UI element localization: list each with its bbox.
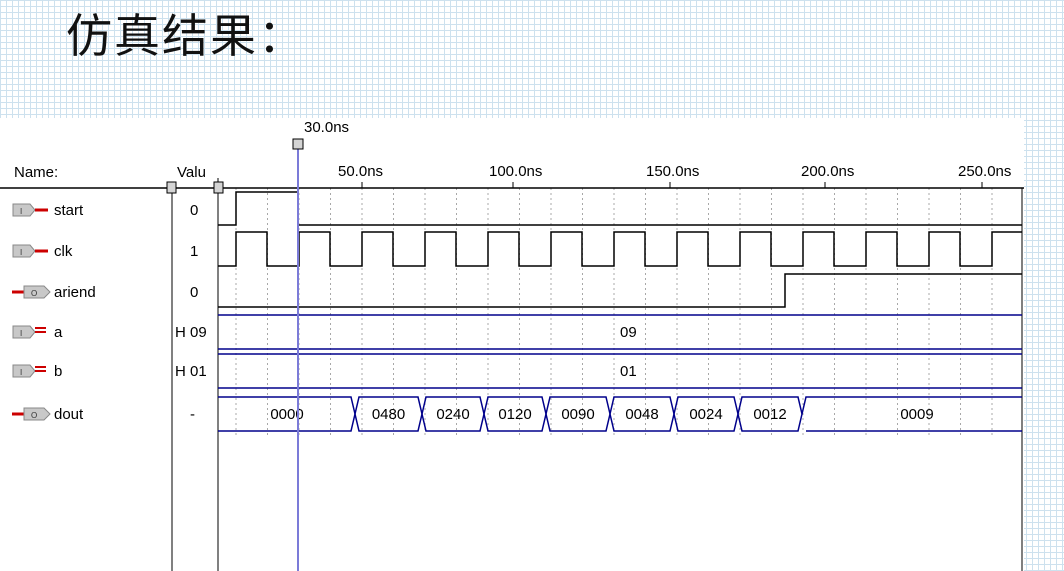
value-column-resize-handle[interactable] [213, 181, 224, 194]
pin-glyph: O [31, 411, 37, 420]
value-column-header: Valu [177, 164, 206, 181]
slide-title: 仿真结果： [66, 9, 306, 63]
time-scale-label: 250.0ns [958, 163, 1011, 180]
input-bus-icon: I [12, 364, 46, 378]
signal-value: - [190, 406, 195, 423]
dout-segment-value: 0012 [753, 406, 786, 423]
dout-segment-value: 0090 [561, 406, 594, 423]
input-pin-icon: I [12, 203, 48, 217]
signal-name: clk [54, 243, 73, 260]
pin-body [23, 285, 51, 299]
pin-glyph: I [20, 207, 22, 216]
name-column-resize-handle[interactable] [166, 181, 177, 194]
name-column-header: Name: [14, 164, 58, 181]
waveform-canvas: Name: Valu 50.0ns 100.0ns 150.0ns 200.0ns 25… [0, 119, 1024, 571]
input-bus-icon: I [12, 325, 46, 339]
signal-name: a [54, 324, 63, 341]
signal-value: H 01 [175, 363, 207, 380]
wave-ariend [218, 273, 1022, 308]
pin-body [12, 203, 36, 217]
output-bus-icon: O [12, 407, 51, 421]
pin-glyph: O [31, 289, 37, 298]
wave-start [218, 191, 1022, 226]
pin-glyph: I [20, 329, 22, 338]
signal-name: start [54, 202, 84, 219]
signal-name: b [54, 363, 62, 380]
time-scale-label: 200.0ns [801, 163, 854, 180]
time-scale-label: 50.0ns [338, 163, 383, 180]
pin-body [12, 244, 36, 258]
cursor-time-label: 30.0ns [304, 119, 349, 136]
signal-value: 1 [190, 243, 198, 260]
time-cursor-handle[interactable] [292, 138, 304, 150]
time-scale: 50.0ns 100.0ns 150.0ns 200.0ns 250.0ns [338, 163, 1011, 188]
output-pin-icon: O [12, 285, 51, 299]
dout-segment-value: 0120 [498, 406, 531, 423]
wave-a-value: 09 [620, 324, 637, 341]
pin-glyph: I [20, 368, 22, 377]
signal-value: 0 [190, 284, 198, 301]
dout-segment-value: 0048 [625, 406, 658, 423]
signal-value: H 09 [175, 324, 207, 341]
pin-body [23, 407, 51, 421]
pin-glyph: I [20, 248, 22, 257]
pin-body [12, 364, 36, 378]
dout-segment-value: 0240 [436, 406, 469, 423]
waveform-traces: 09 01 0000 0480 0240 0120 0090 0048 0024 0012 0009 [218, 191, 1022, 432]
wave-dout-segment [801, 396, 1022, 432]
input-pin-icon: I [12, 244, 48, 258]
time-scale-label: 150.0ns [646, 163, 699, 180]
wave-clk [218, 231, 1022, 267]
signal-value: 0 [190, 202, 198, 219]
waveform-editor: Name: Valu 50.0ns 100.0ns 150.0ns 200.0ns 25… [0, 118, 1024, 571]
signal-name: dout [54, 406, 84, 423]
dout-segment-value: 0009 [900, 406, 933, 423]
signal-name: ariend [54, 284, 96, 301]
dout-segment-value: 0000 [270, 406, 303, 423]
dout-segment-value: 0024 [689, 406, 722, 423]
pin-body [12, 325, 36, 339]
wave-b-value: 01 [620, 363, 637, 380]
time-scale-label: 100.0ns [489, 163, 542, 180]
dout-segment-value: 0480 [372, 406, 405, 423]
time-grid [235, 188, 993, 438]
